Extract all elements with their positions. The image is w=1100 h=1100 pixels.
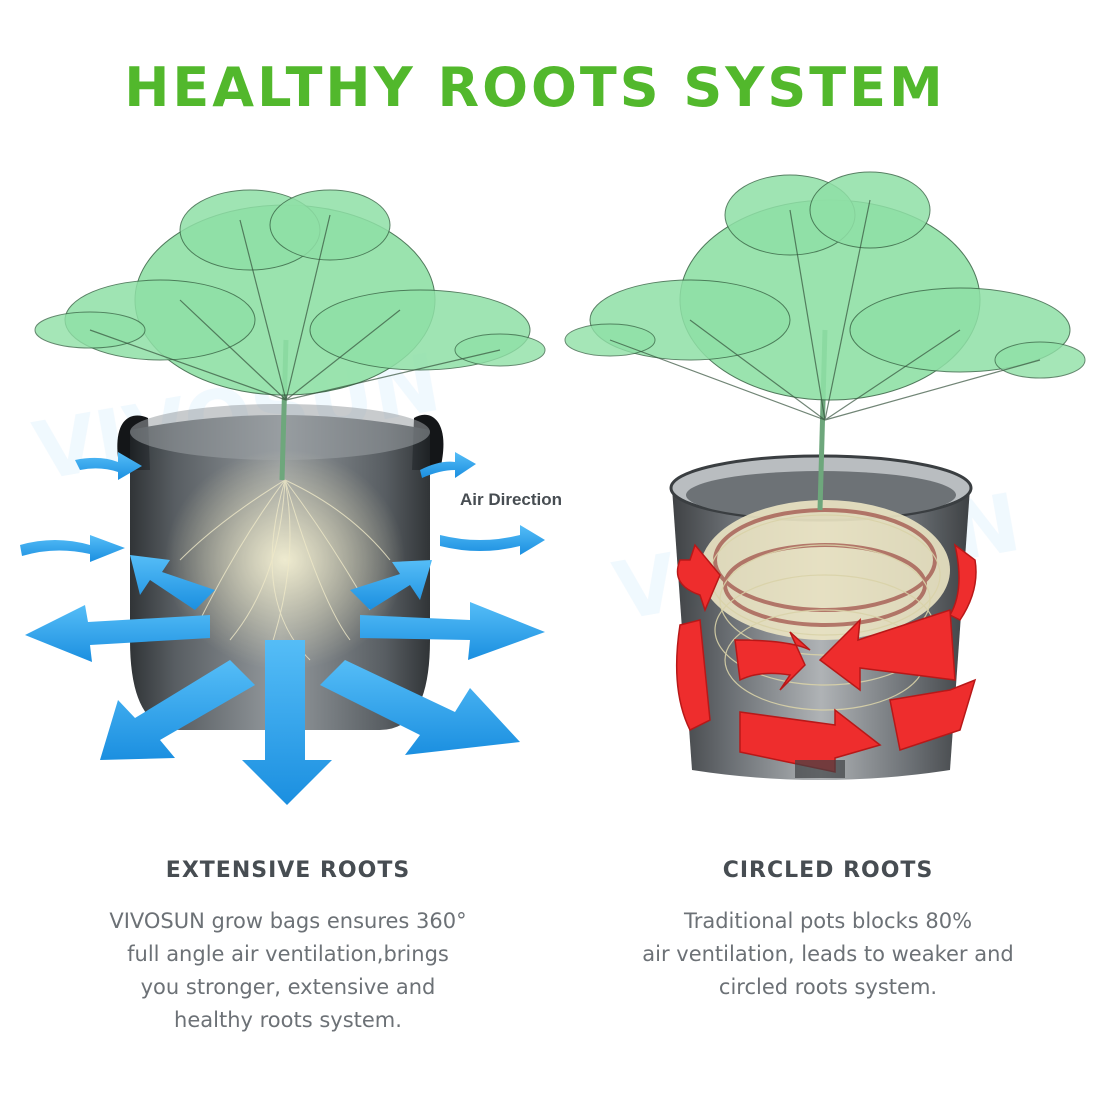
circle-arrow-left-side bbox=[675, 619, 711, 732]
extensive-roots-heading: EXTENSIVE ROOTS bbox=[165, 858, 411, 883]
circled-roots-description: Traditional pots blocks 80% air ventilat… bbox=[608, 905, 1048, 1004]
circle-arrows bbox=[675, 543, 977, 773]
circle-arrow-mid-left bbox=[734, 631, 811, 691]
circled-roots-heading: CIRCLED ROOTS bbox=[722, 858, 934, 883]
description-line: air ventilation, leads to weaker and bbox=[642, 942, 1014, 966]
circle-arrow-left-top bbox=[676, 543, 721, 613]
traditional-pot-illustration bbox=[564, 171, 1086, 780]
foliage-left bbox=[34, 189, 546, 396]
air-direction-label: Air Direction bbox=[460, 490, 563, 509]
air-arrow-in-right bbox=[350, 560, 432, 610]
description-line: VIVOSUN grow bags ensures 360° bbox=[109, 909, 467, 933]
description-line: healthy roots system. bbox=[174, 1008, 402, 1032]
root-mass bbox=[165, 450, 405, 670]
air-arrow-right bbox=[360, 602, 545, 660]
extensive-roots-description: VIVOSUN grow bags ensures 360° full angl… bbox=[68, 905, 508, 1037]
description-line: full angle air ventilation,brings bbox=[127, 942, 449, 966]
description-line: Traditional pots blocks 80% bbox=[683, 909, 973, 933]
air-arrow-in-left bbox=[130, 555, 215, 610]
air-arrow-wave-left bbox=[20, 535, 125, 562]
circle-arrow-mid-right bbox=[818, 608, 956, 692]
circled-root-mass bbox=[700, 500, 950, 640]
air-arrow-wave-right bbox=[440, 525, 545, 555]
page-title: HEALTHY ROOTS SYSTEM bbox=[124, 56, 946, 119]
description-line: circled roots system. bbox=[718, 975, 938, 999]
air-arrow-wave-top-right bbox=[420, 452, 476, 478]
circle-arrow-right-top bbox=[948, 543, 977, 621]
air-arrow-left bbox=[25, 605, 210, 662]
grow-bag-illustration bbox=[20, 189, 546, 805]
description-line: you stronger, extensive and bbox=[140, 975, 436, 999]
air-arrow-down-left bbox=[100, 660, 255, 760]
air-arrow-wave-top-left bbox=[75, 452, 142, 480]
air-arrow-down-right bbox=[320, 660, 520, 755]
air-arrows bbox=[20, 452, 545, 805]
air-arrow-down bbox=[242, 640, 332, 805]
circle-arrow-bottom-right bbox=[889, 678, 977, 751]
foliage-right bbox=[564, 171, 1086, 401]
